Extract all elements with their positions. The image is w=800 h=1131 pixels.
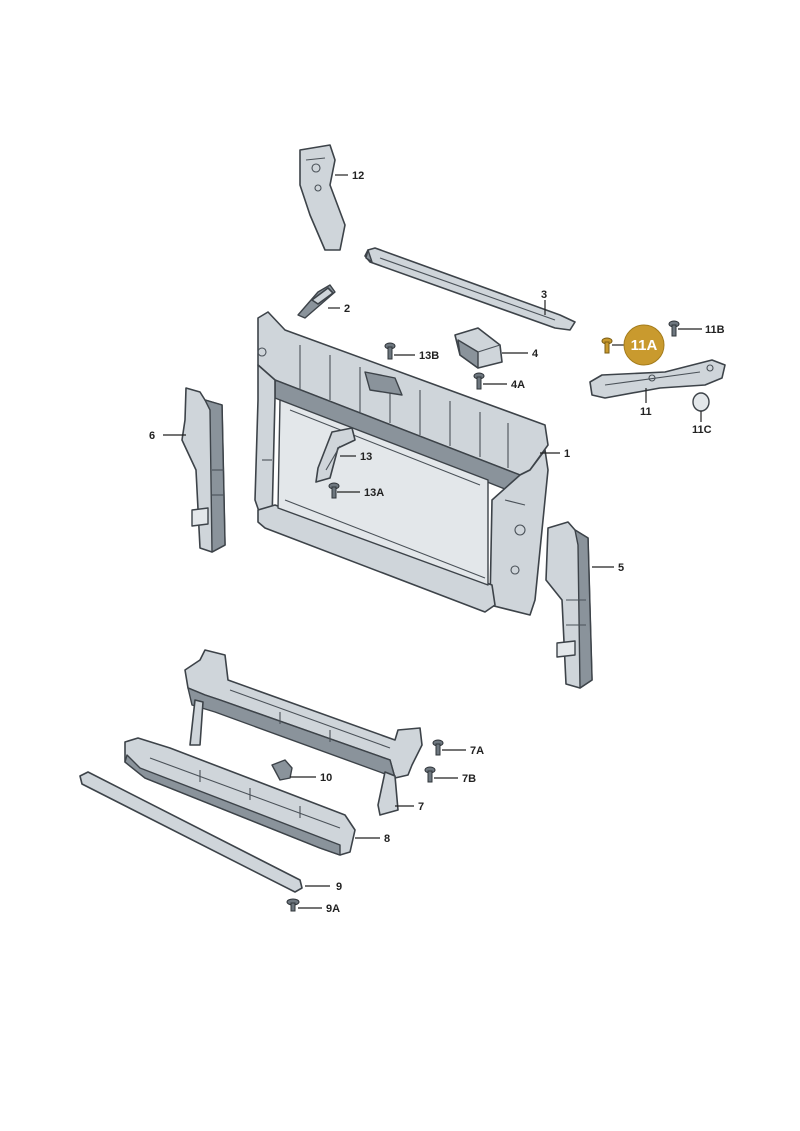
callout-7: 7 [418, 801, 424, 813]
callout-3: 3 [541, 289, 547, 301]
callout-13: 13 [360, 451, 372, 463]
screw-9a [286, 898, 300, 912]
part-11c-cap [692, 392, 710, 412]
screw-4a [473, 372, 485, 390]
part-3-upper-member [364, 247, 576, 331]
part-2-bracket [297, 284, 336, 319]
callout-1: 1 [564, 448, 570, 460]
callout-4: 4 [532, 348, 539, 360]
callout-9a: 9A [326, 903, 340, 915]
screw-13b [384, 342, 396, 360]
callout-13b: 13B [419, 350, 439, 362]
part-4-guide [454, 327, 503, 369]
part-13-bracket [315, 427, 356, 483]
callout-4a: 4A [511, 379, 525, 391]
part-12-bracket [299, 144, 346, 251]
callout-6: 6 [149, 430, 155, 442]
leader-lines [163, 174, 702, 909]
part-10-clip [271, 759, 293, 781]
screw-7b [424, 766, 436, 783]
part-7-carrier-bar [184, 649, 423, 816]
callout-11c: 11C [692, 424, 712, 436]
callout-11a-badge: 11A [623, 324, 665, 366]
part-6-left-air-guide [181, 387, 226, 553]
part-9-strip [79, 771, 303, 893]
callout-2: 2 [344, 303, 350, 315]
screw-11b [668, 320, 680, 337]
callout-5: 5 [618, 562, 624, 574]
callout-7b: 7B [462, 773, 476, 785]
callout-11: 11 [640, 406, 652, 418]
part-8-impact-absorber [124, 737, 356, 856]
part-11-bracket [589, 359, 726, 399]
screw-11a [601, 337, 613, 354]
part-1-lock-carrier [254, 311, 549, 616]
callout-10: 10 [320, 772, 332, 784]
screw-7a [432, 739, 444, 756]
callout-8: 8 [384, 833, 390, 845]
callout-11a: 11A [631, 337, 658, 354]
callout-13a: 13A [364, 487, 384, 499]
callout-7a: 7A [470, 745, 484, 757]
callout-11b: 11B [705, 324, 725, 336]
part-5-right-air-guide [545, 521, 593, 689]
callout-9: 9 [336, 881, 342, 893]
screw-13a [328, 482, 340, 499]
callout-12: 12 [352, 170, 364, 182]
